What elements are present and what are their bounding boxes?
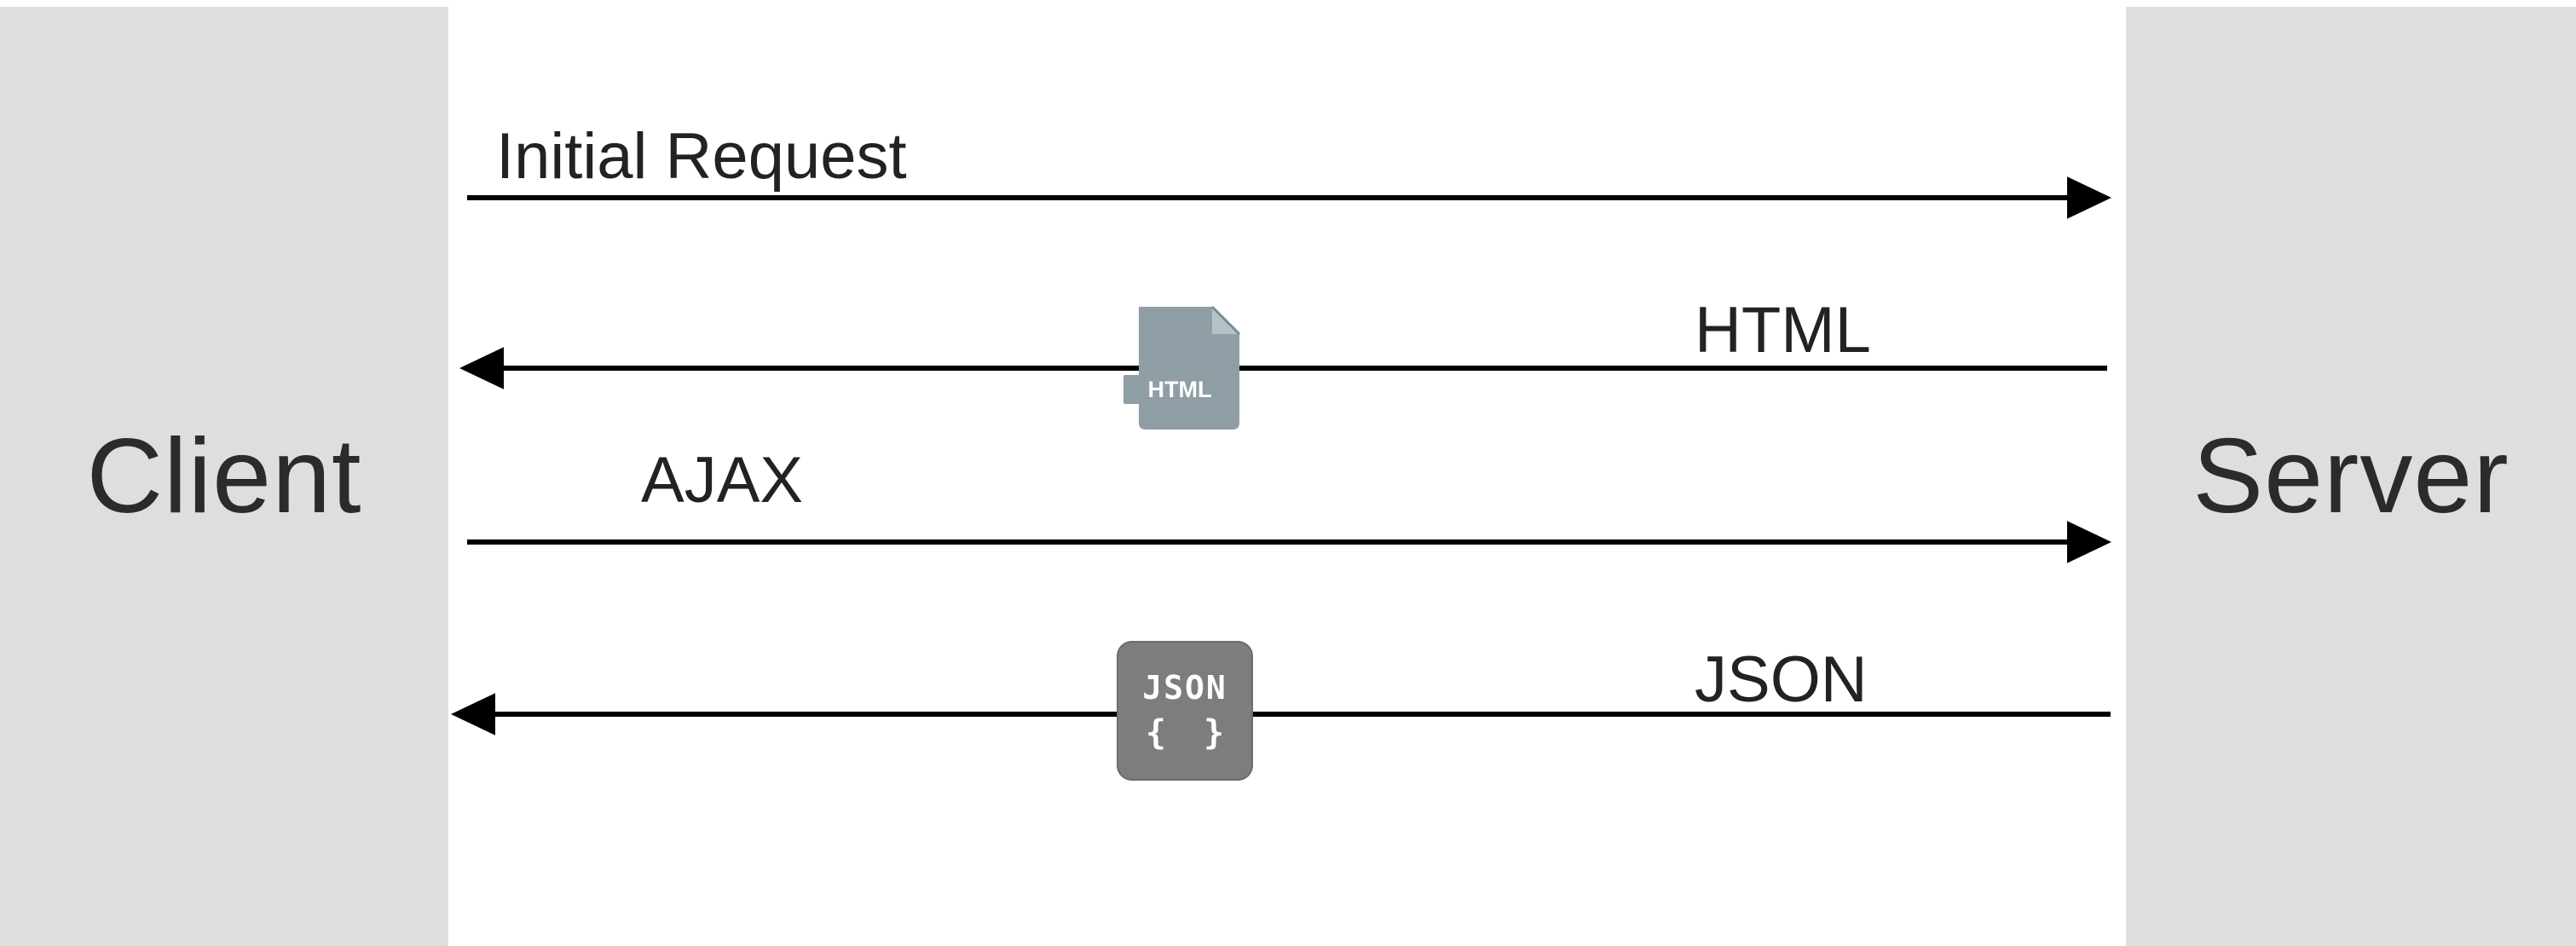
html-response-arrow-head [459, 347, 504, 389]
server-label: Server [2192, 418, 2510, 535]
ajax-label: AJAX [641, 444, 804, 516]
client-label: Client [86, 418, 362, 535]
html-icon-text: HTML [1148, 377, 1212, 402]
initial-request-arrow-head [2067, 176, 2111, 219]
json-response-arrow-head [451, 693, 495, 735]
client-panel: Client [0, 7, 448, 946]
initial-request-label: Initial Request [496, 120, 907, 193]
json-icon-braces: { } [1145, 713, 1233, 753]
ajax-request-arrow-head [2067, 521, 2111, 563]
html-label: HTML [1695, 294, 1871, 366]
html-file-icon: HTML [1123, 300, 1256, 436]
json-icon-top-text: JSON [1142, 669, 1227, 707]
server-panel: Server [2126, 7, 2576, 946]
json-label: JSON [1695, 643, 1868, 716]
json-icon: JSON { } [1117, 641, 1253, 781]
